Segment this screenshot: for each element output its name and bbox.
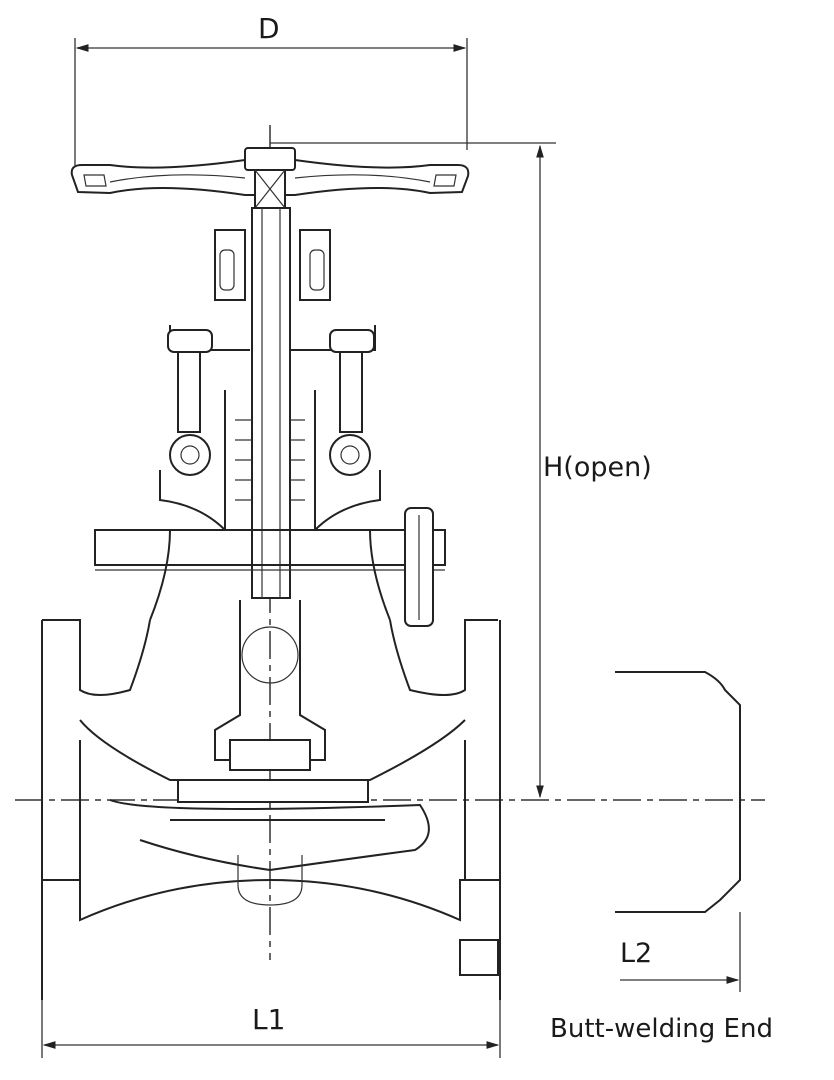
dimension-h xyxy=(270,142,556,799)
dimension-d xyxy=(74,38,468,182)
label-d: D xyxy=(258,12,280,45)
caption-butt-welding-end: Butt-welding End xyxy=(550,1014,773,1044)
stem xyxy=(251,207,291,599)
disc-assembly xyxy=(177,600,369,803)
valve-body xyxy=(41,619,501,1000)
butt-welding-end xyxy=(615,671,741,992)
label-l2: L2 xyxy=(620,938,653,969)
label-l1: L1 xyxy=(252,1003,286,1036)
handwheel xyxy=(70,147,470,209)
bonnet xyxy=(94,390,446,627)
label-h-open: H(open) xyxy=(543,452,652,483)
dimension-l1 xyxy=(41,1000,501,1058)
gland-bolts xyxy=(167,329,375,476)
